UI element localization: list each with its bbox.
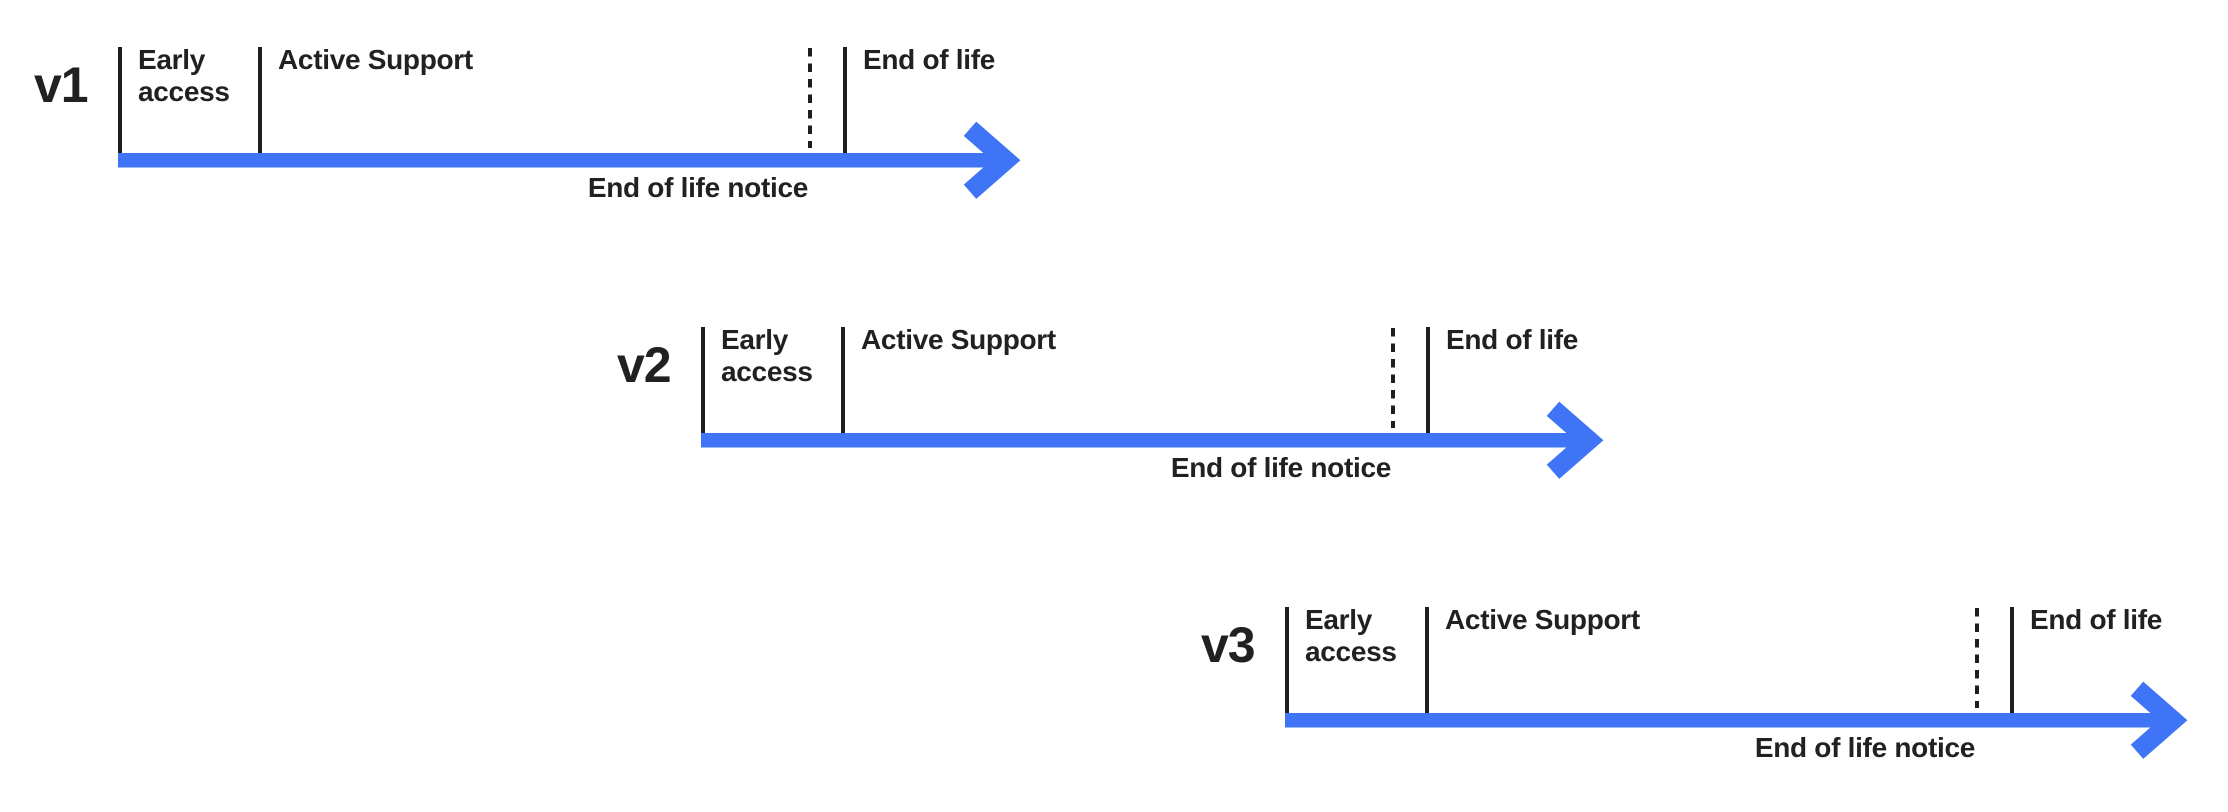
arrow-head-icon [1546,401,1604,479]
early-access-start-tick [701,327,705,433]
end-of-life-notice-label: End of life notice [587,172,808,203]
active-support-label: Active Support [861,324,1056,355]
timeline-row-v1: v1 Early access Active Support End of li… [34,44,1044,227]
timeline-arrow [701,401,1604,479]
end-of-life-notice-label: End of life notice [1754,732,1975,763]
early-access-start-tick [1285,607,1289,713]
version-label-v1: v1 [34,57,89,113]
active-support-start-tick [841,327,845,433]
end-of-life-label: End of life [2030,604,2163,635]
timeline-arrow [1285,681,2188,759]
version-label-v3: v3 [1201,617,1256,673]
end-of-life-tick [1426,327,1430,433]
end-of-life-label: End of life [863,44,996,75]
active-support-label: Active Support [278,44,473,75]
early-access-start-tick [118,47,122,153]
early-access-label: Early access [721,324,813,387]
active-support-label: Active Support [1445,604,1640,635]
arrow-head-icon [963,121,1021,199]
early-access-label: Early access [1305,604,1397,667]
end-of-life-tick [2010,607,2014,713]
end-of-life-notice-dashed-tick [1975,608,1979,708]
end-of-life-tick [843,47,847,153]
end-of-life-notice-dashed-tick [808,48,812,148]
active-support-start-tick [1425,607,1429,713]
version-label-v2: v2 [617,337,672,393]
end-of-life-notice-label: End of life notice [1170,452,1391,483]
early-access-label: Early access [138,44,230,107]
end-of-life-label: End of life [1446,324,1579,355]
timeline-arrow [118,121,1021,199]
end-of-life-notice-dashed-tick [1391,328,1395,428]
timeline-row-v2: v2 Early access Active Support End of li… [617,324,1627,507]
timeline-row-v3: v3 Early access Active Support End of li… [1201,604,2211,787]
arrow-head-icon [2130,681,2188,759]
active-support-start-tick [258,47,262,153]
